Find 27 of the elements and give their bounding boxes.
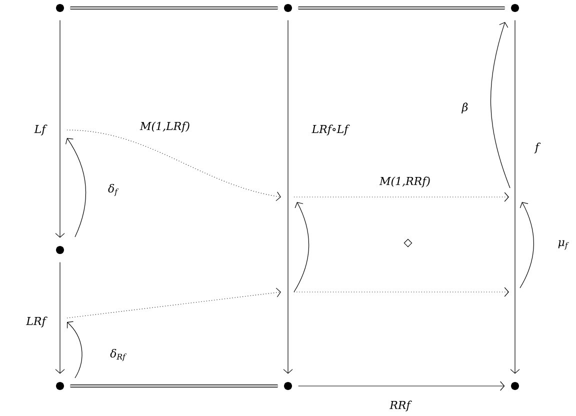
dot [511, 382, 519, 390]
math-label: μ$_{f}$ [558, 240, 569, 250]
edge-label: RRf [390, 400, 412, 412]
double-line [298, 6, 505, 10]
math-label: β [461, 102, 468, 114]
dot [56, 382, 64, 390]
arrow [283, 20, 293, 374]
dot [56, 4, 64, 12]
math-label: M(1,LRf) [140, 122, 190, 132]
double-line [70, 384, 278, 388]
edge-label: LRf [26, 316, 48, 328]
math-label: δ$_{f}$ [108, 184, 119, 196]
arrow [55, 20, 65, 238]
double-line [70, 6, 278, 10]
math-label: M(1,RRf) [379, 176, 430, 188]
edge-label: f [534, 142, 541, 154]
math-label: ◇ [404, 238, 412, 248]
edge-label: Lf [34, 124, 48, 136]
arrow [298, 381, 505, 391]
dot [284, 4, 292, 12]
arrow [510, 20, 520, 374]
math-label: δ$_{Rf}$ [110, 348, 127, 362]
dot [284, 382, 292, 390]
arrow [55, 262, 65, 374]
dot [511, 4, 519, 12]
dot [56, 246, 64, 254]
edge-label: LRf∘Lf [312, 124, 350, 136]
